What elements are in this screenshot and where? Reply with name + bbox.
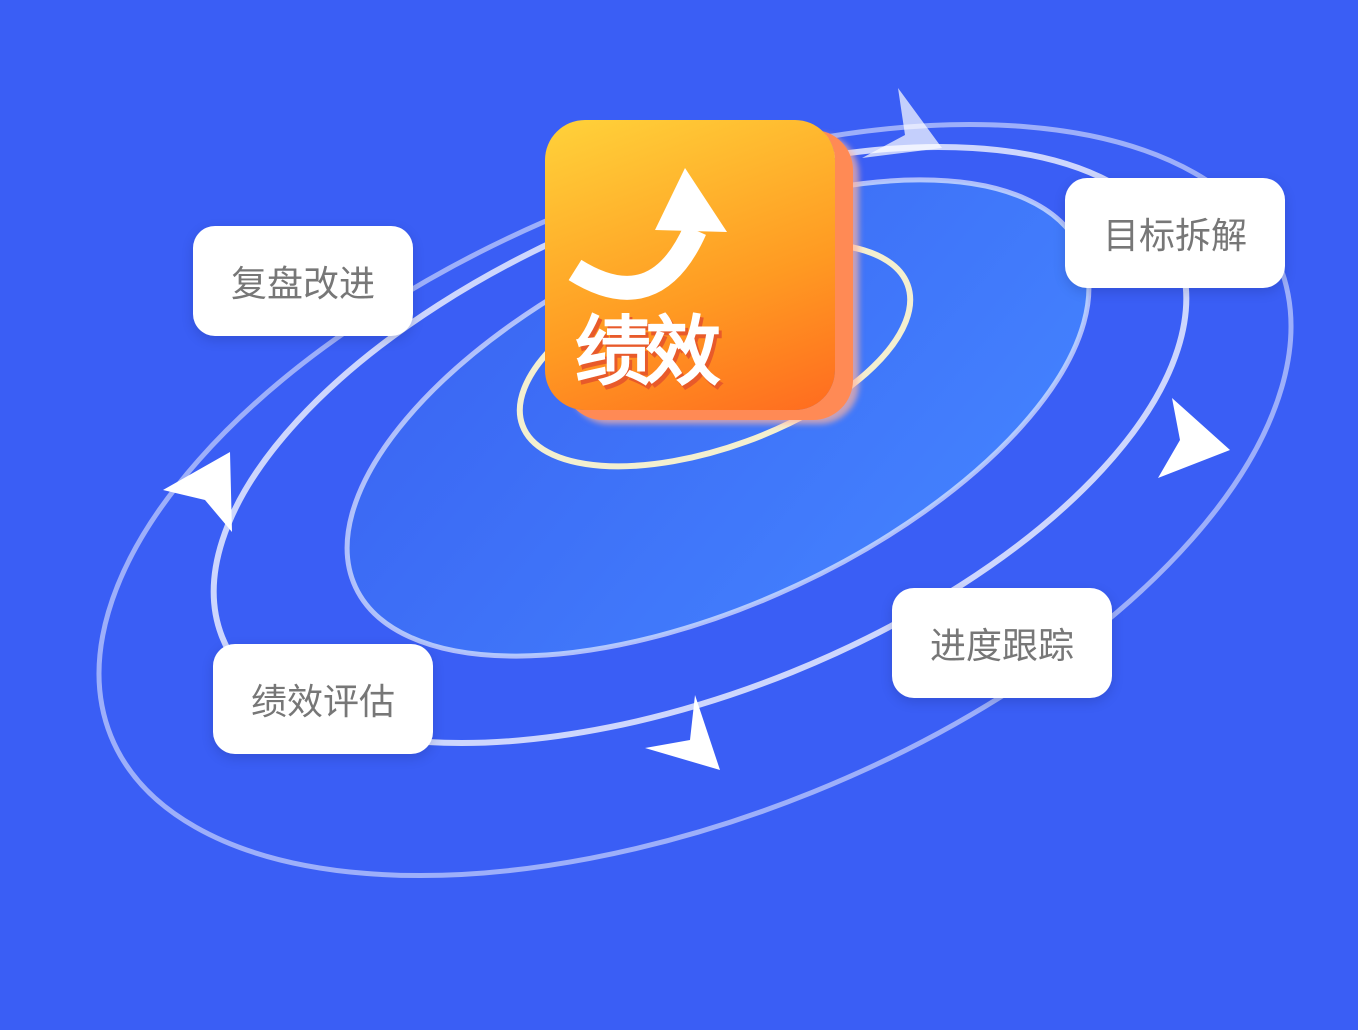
icon-title: 绩效	[575, 307, 721, 396]
arrow-head-icon	[1158, 398, 1230, 478]
arrow-head-icon	[163, 452, 232, 532]
arrow-head-icon	[862, 88, 942, 158]
step-goal-breakdown: 目标拆解	[1065, 178, 1285, 288]
arrow-head-icon	[645, 695, 720, 770]
performance-icon: 绩效	[545, 120, 835, 410]
arrow-up-curved-icon	[568, 168, 727, 300]
step-performance-review: 绩效评估	[213, 644, 433, 754]
step-retrospective: 复盘改进	[193, 226, 413, 336]
step-progress-tracking: 进度跟踪	[892, 588, 1112, 698]
